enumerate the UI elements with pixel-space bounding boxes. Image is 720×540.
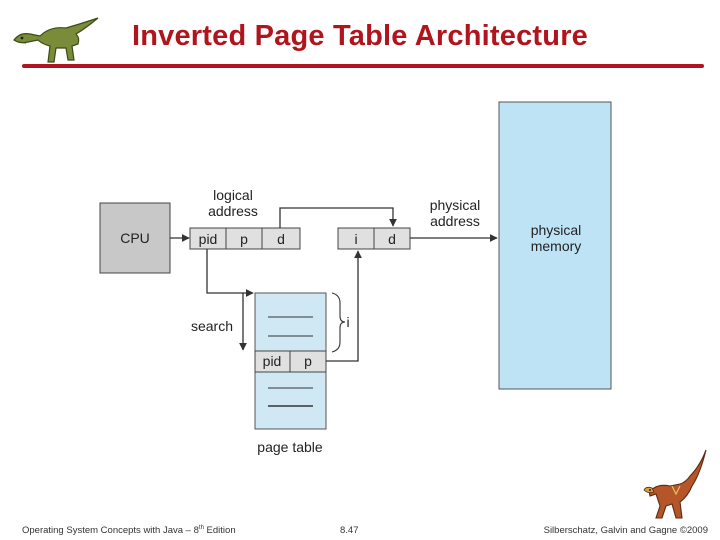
dinosaur-logo-icon: [13, 17, 99, 63]
footer-book-title-text: Operating System Concepts with Java – 8: [22, 525, 199, 537]
page-table-entry-pid: pid: [263, 353, 282, 369]
footer-book-title-suffix: Edition: [203, 525, 236, 537]
offset-carry-arrow: [279, 207, 397, 228]
slide-title: Inverted Page Table Architecture: [131, 20, 589, 52]
index-to-physical-arrow: [326, 250, 362, 362]
physical-field-d: d: [388, 231, 396, 247]
footer-book-title: Operating System Concepts with Java – 8t…: [22, 525, 236, 536]
title-rule: [22, 64, 704, 68]
physical-field-i: i: [354, 231, 357, 247]
search-arrow: [206, 249, 254, 297]
dinosaur-mascot-icon: [643, 449, 707, 519]
cpu-label: CPU: [120, 230, 150, 246]
page-table-label: page table: [257, 439, 323, 455]
logical-address-register: [189, 227, 301, 250]
footer-page-number: 8.47: [340, 525, 359, 536]
logical-field-pid: pid: [199, 231, 218, 247]
physical-memory-label-line1: physical: [531, 222, 582, 238]
physical-address-label-line2: address: [430, 213, 480, 229]
footer-book-edition-sup: th: [198, 525, 204, 531]
logical-field-p: p: [240, 231, 248, 247]
logical-field-d: d: [277, 231, 285, 247]
logical-address-label-line2: address: [208, 203, 258, 219]
search-label: search: [191, 318, 233, 334]
physical-address-label-line1: physical: [430, 197, 481, 213]
index-brace: [331, 292, 346, 353]
page-table-entry-p: p: [304, 353, 312, 369]
physical-memory-label-line2: memory: [531, 238, 582, 254]
logical-address-label-line1: logical: [213, 187, 253, 203]
physical-memory-block: [498, 101, 612, 390]
index-label: i: [346, 314, 349, 330]
footer-copyright: Silberschatz, Galvin and Gagne ©2009: [543, 525, 708, 536]
